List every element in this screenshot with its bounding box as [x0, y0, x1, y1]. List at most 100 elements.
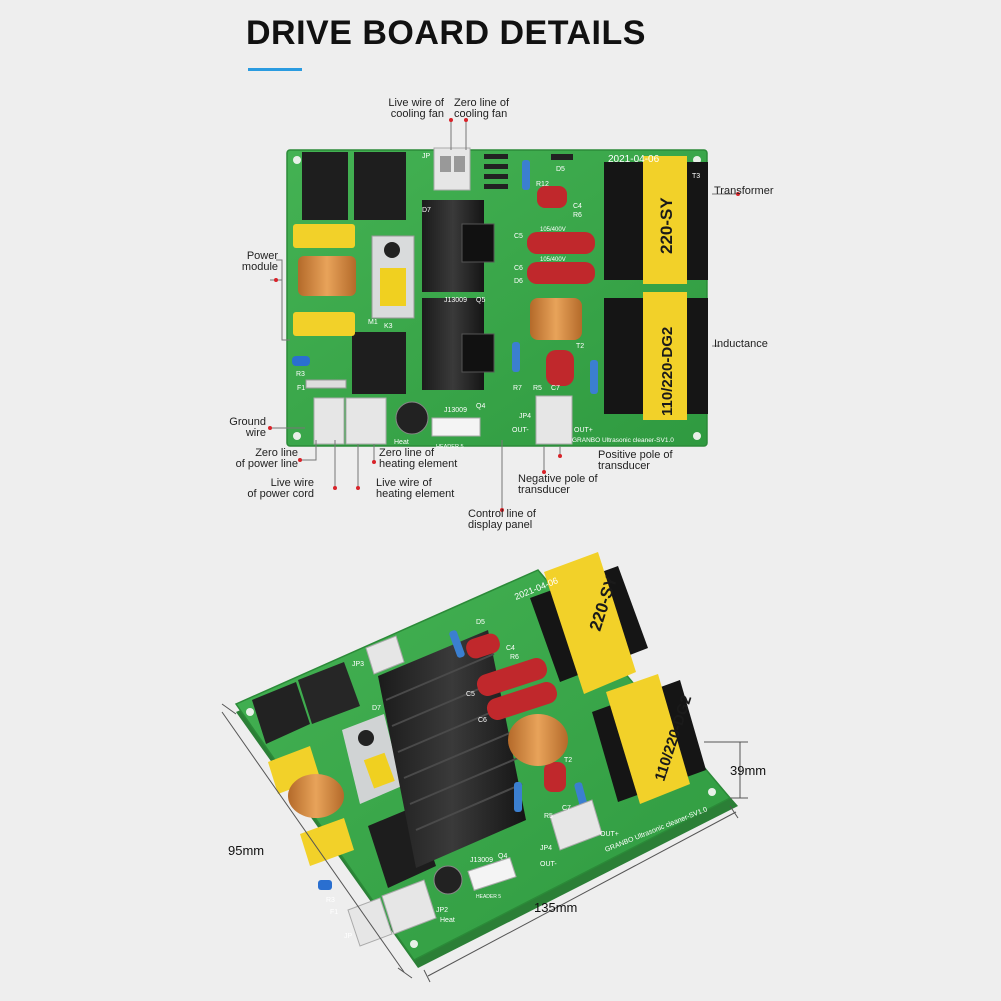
label-control-line: Control line of display panel	[468, 508, 536, 531]
silk-c6: C6	[478, 717, 487, 724]
bottom-silkscreen: JP3 D5 D7 C4 R6 C5 C6 T2 C7 R5 JP4 OUT- …	[326, 619, 619, 940]
heat-connector	[381, 879, 437, 935]
mount-hole	[293, 156, 301, 164]
silk-r3: R3	[326, 897, 335, 904]
relay	[302, 152, 348, 220]
silk-transistor: J13009	[470, 857, 493, 864]
relay	[252, 682, 310, 744]
silk-jp4: JP4	[540, 845, 552, 852]
dimension-height: 39mm	[730, 763, 767, 778]
film-capacitor	[300, 818, 354, 866]
blue-capacitor	[292, 356, 310, 366]
silk-c7: C7	[551, 385, 560, 392]
silk-transistor: J13009	[444, 297, 467, 304]
fan-connector	[365, 635, 405, 675]
silk-q4: Q4	[498, 853, 507, 860]
electrolytic-capacitor	[395, 401, 429, 435]
resistor	[590, 360, 598, 394]
silk-d6: D6	[514, 278, 523, 285]
red-capacitor	[527, 262, 595, 284]
silk-d5: D5	[476, 619, 485, 626]
diode	[484, 184, 508, 189]
silk-r5: R5	[544, 813, 553, 820]
dimension-lines	[221, 703, 748, 983]
silk-q5: Q5	[476, 297, 485, 304]
label-live-wire-cord: Live wire of power cord	[247, 477, 314, 500]
inductance-bobbin	[643, 292, 687, 420]
output-connector	[549, 799, 603, 851]
resistor	[522, 160, 530, 190]
top-board	[286, 147, 708, 447]
silk-jp3: JP3	[352, 661, 364, 668]
silk-c6: C6	[514, 265, 523, 272]
diode	[484, 154, 508, 159]
header-connector	[467, 857, 517, 891]
silk-model: GRANBO Ultrasonic cleaner-SV1.0	[572, 437, 674, 444]
relay	[298, 662, 360, 724]
title-underline	[248, 68, 302, 71]
label-positive-pole: Positive pole of transducer	[598, 449, 673, 472]
silk-r12: R12	[536, 181, 549, 188]
blue-capacitor	[318, 880, 332, 890]
inductance-bobbin	[606, 674, 690, 804]
coil	[288, 774, 344, 818]
red-capacitor	[476, 658, 548, 696]
silk-jp4: JP4	[519, 413, 531, 420]
red-capacitor	[544, 762, 566, 792]
mount-hole	[293, 432, 301, 440]
silk-d7: D7	[372, 705, 381, 712]
mount-hole	[410, 940, 418, 948]
label-ground-wire: Ground wire	[229, 416, 266, 439]
dimension-length: 135mm	[534, 900, 578, 915]
silk-t2: T2	[564, 757, 572, 764]
electrolytic-capacitor	[433, 865, 463, 895]
label-zero-line-fan: Zero line of cooling fan	[454, 97, 510, 120]
mount-hole	[708, 788, 716, 796]
dimension-width: 95mm	[228, 843, 265, 858]
silk-header: HEADER 5	[476, 894, 501, 900]
silk-f1: F1	[330, 909, 338, 916]
silk-r7: R7	[513, 385, 522, 392]
silk-t3: T3	[692, 173, 700, 180]
red-capacitor	[537, 186, 567, 208]
fuse	[305, 379, 347, 389]
transistor	[461, 223, 495, 263]
label-zero-line-power: Zero line of power line	[235, 447, 298, 470]
center-coil	[508, 714, 568, 766]
silk-out-plus: OUT+	[600, 831, 619, 838]
mount-hole	[246, 708, 254, 716]
transistor	[461, 333, 495, 373]
resistor	[514, 782, 522, 812]
relay	[352, 332, 406, 394]
power-connector	[347, 897, 393, 947]
inductance-marking: 110/220-DG2	[659, 327, 676, 416]
silk-q4: Q4	[476, 403, 485, 410]
silk-cap: 105/400V	[540, 227, 566, 233]
red-capacitor	[466, 633, 500, 659]
silk-t2: T2	[576, 343, 584, 350]
red-capacitor	[486, 682, 558, 720]
output-connector	[535, 395, 573, 445]
module-capacitor	[384, 242, 400, 258]
top-silkscreen: JP D5 R12 C4 R6 C5 C6 D6 D7 M1 K3 Q5 T2 …	[296, 153, 700, 450]
center-coil	[530, 298, 582, 340]
silk-jp2: JP2	[436, 907, 448, 914]
transformer-bobbin	[643, 156, 687, 284]
diode	[484, 164, 508, 169]
label-transformer: Transformer	[714, 185, 774, 197]
silk-heat: Heat	[394, 439, 409, 446]
silk-d7: D7	[422, 207, 431, 214]
silk-d5: D5	[556, 166, 565, 173]
silk-k3: K3	[384, 323, 393, 330]
resistor	[512, 342, 520, 372]
power-connector	[313, 397, 345, 445]
page-title: DRIVE BOARD DETAILS	[246, 14, 646, 52]
silk-cap: 105/400V	[540, 257, 566, 263]
diode	[484, 174, 508, 179]
diode	[551, 154, 573, 160]
transformer-bobbin	[544, 552, 636, 694]
heat-connector	[345, 397, 387, 445]
mount-hole	[693, 432, 701, 440]
coil	[298, 256, 356, 296]
